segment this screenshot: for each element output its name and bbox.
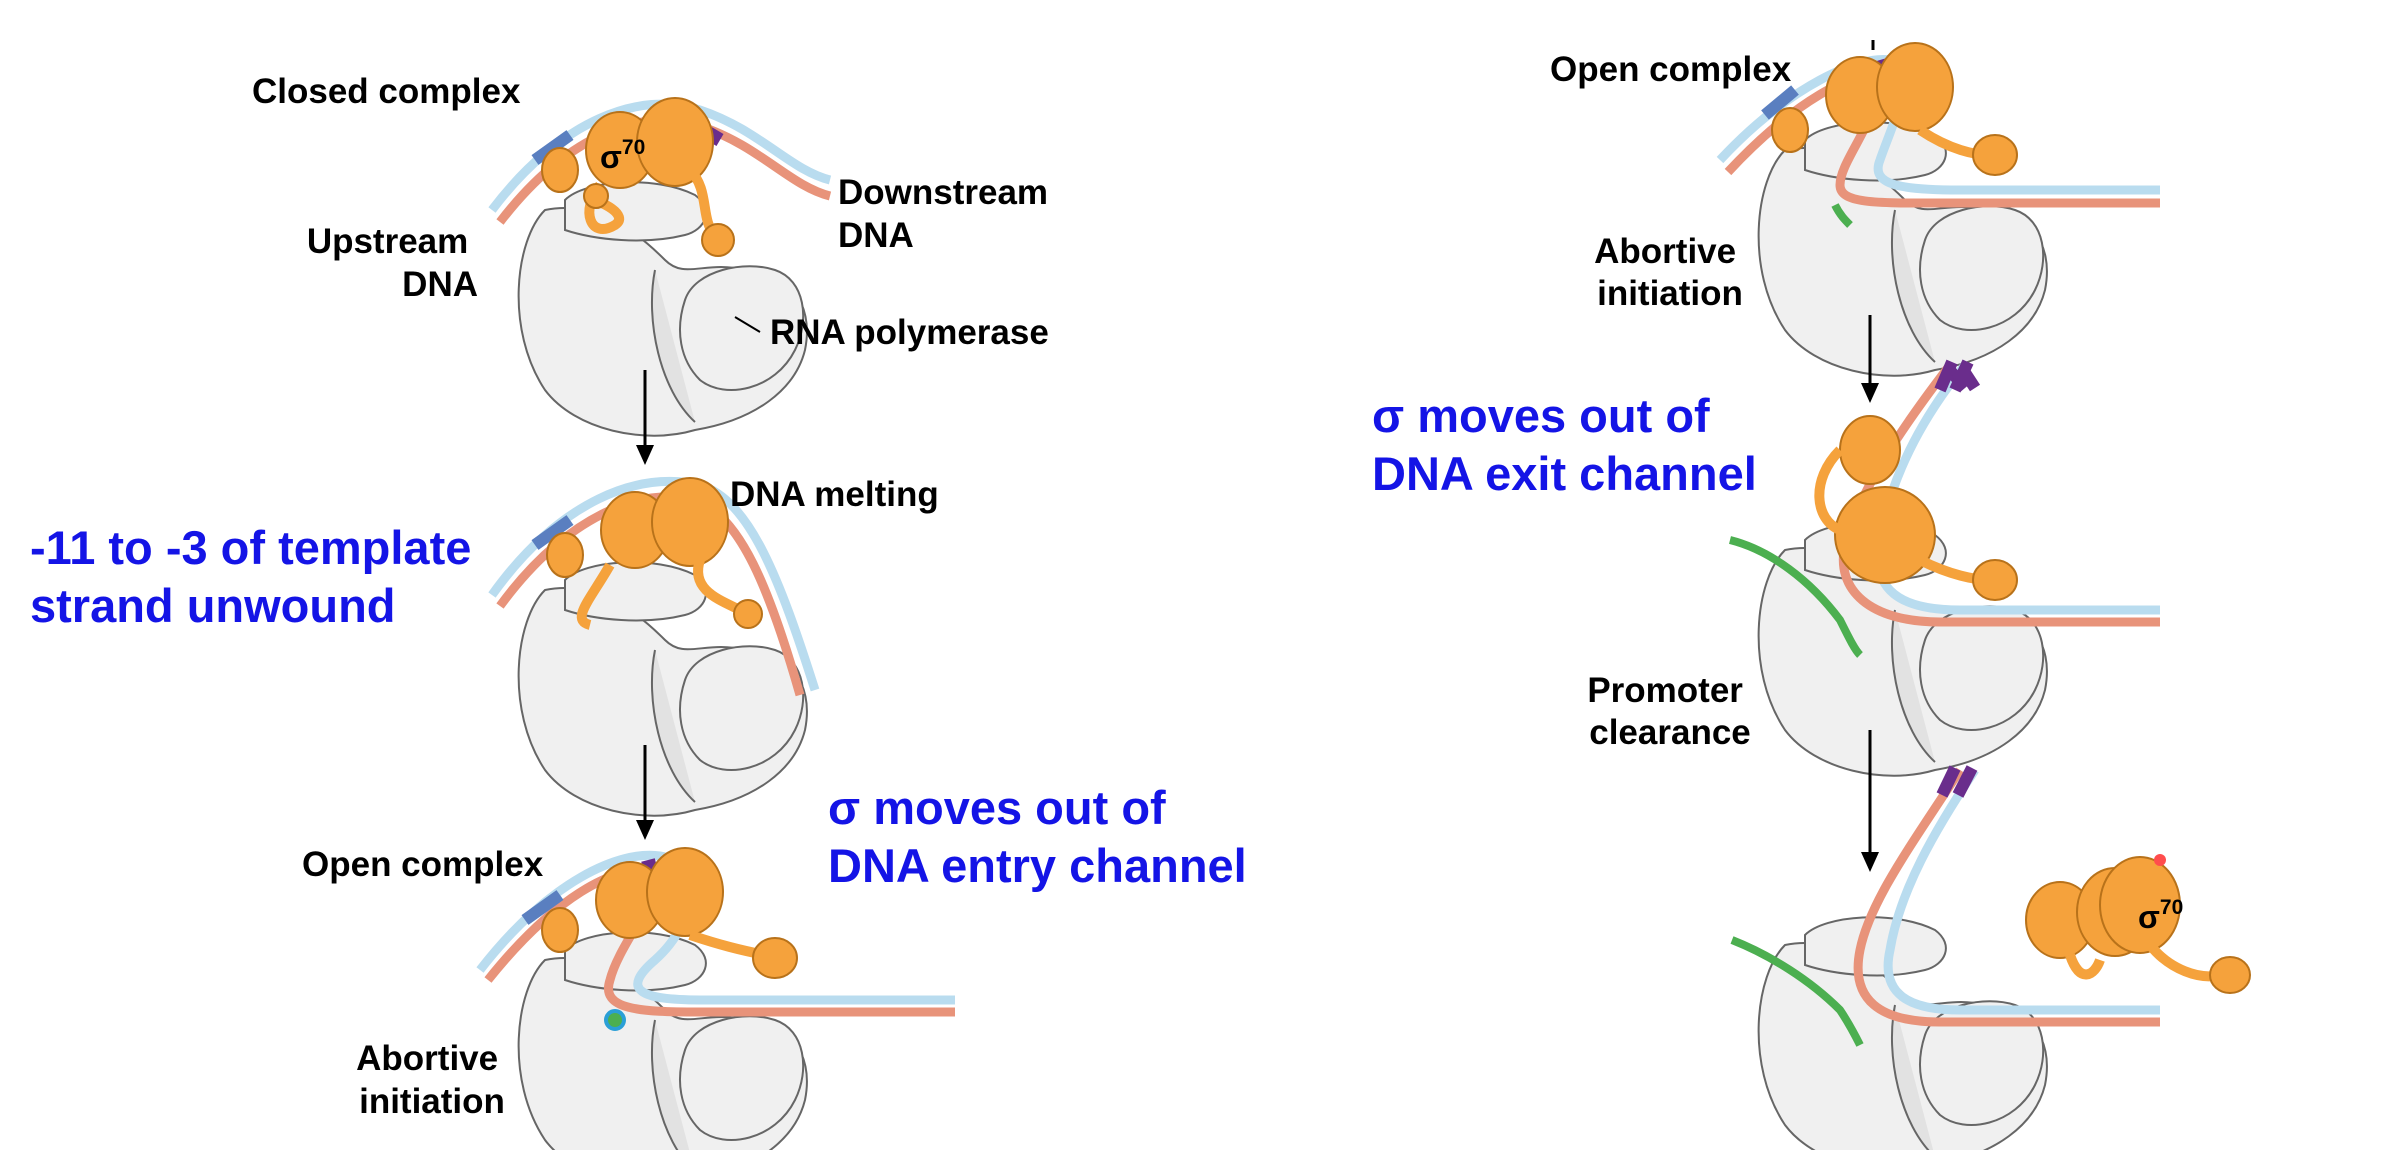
open-complex-title-left: Open complex	[302, 845, 544, 884]
open-complex-illustration-left	[476, 847, 955, 1150]
downstream-dna-label: Downstream DNA	[838, 173, 1058, 255]
promoter-clearance-illustration	[1728, 359, 2160, 777]
entry-channel-annotation: σ moves out of DNA entry channel	[828, 781, 1247, 892]
upstream-dna-label: Upstream DNA	[307, 222, 478, 304]
closed-complex-illustration	[488, 97, 832, 437]
open-complex-title-right: Open complex	[1550, 50, 1792, 89]
promoter-clearance-label: Promoter clearance	[1587, 671, 1752, 752]
melting-annotation: -11 to -3 of template strand unwound	[30, 521, 484, 632]
rna-polymerase-label: RNA polymerase	[770, 313, 1049, 352]
abortive-initiation-label-right: Abortive initiation	[1594, 232, 1746, 313]
dna-melting-illustration	[488, 476, 820, 817]
sigma70-released-label: σ70	[2138, 896, 2183, 935]
closed-complex-title: Closed complex	[252, 72, 521, 111]
abortive-initiation-label-left: Abortive initiation	[356, 1039, 508, 1121]
sigma70-label: σ70	[600, 136, 645, 175]
exit-channel-annotation: σ moves out of DNA exit channel	[1372, 389, 1757, 500]
sigma-release-illustration	[1730, 765, 2251, 1150]
dna-melting-label: DNA melting	[730, 475, 939, 514]
open-complex-illustration-right	[1716, 40, 2160, 377]
